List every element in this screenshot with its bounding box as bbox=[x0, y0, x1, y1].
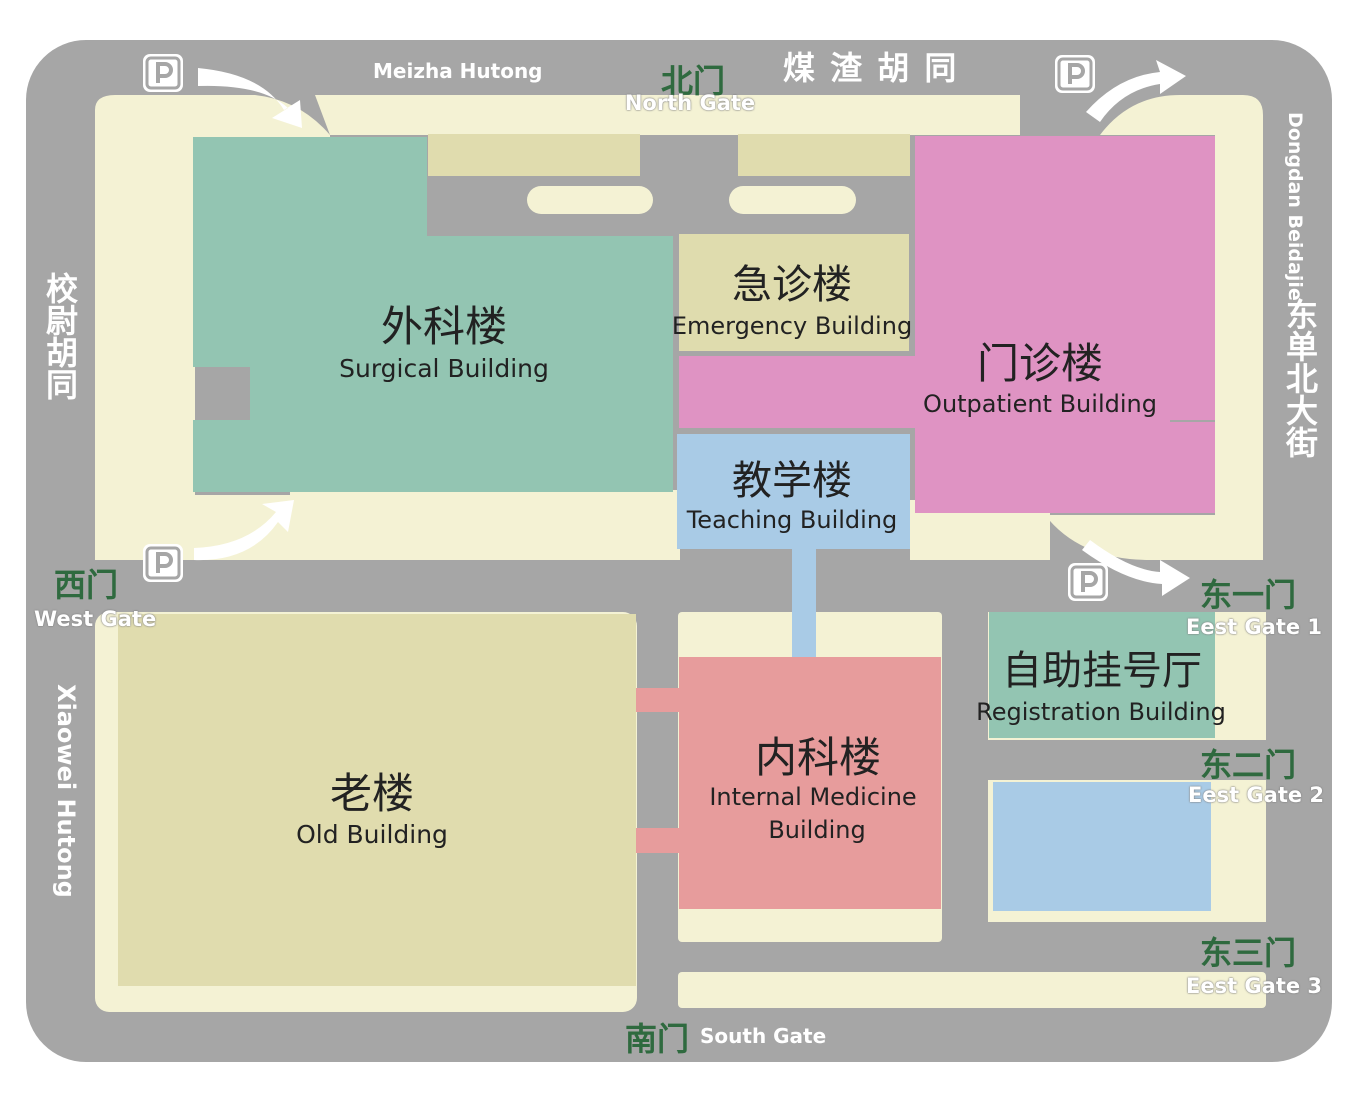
south-gate-label-en: South Gate bbox=[700, 1024, 827, 1048]
surgical-building-shape bbox=[193, 137, 673, 492]
south-gate-label-zh: 南门 bbox=[625, 1020, 690, 1058]
teaching-building-shape bbox=[677, 434, 910, 549]
ground-north-strip bbox=[315, 95, 1020, 135]
east-gate-1-label-zh: 东一门 bbox=[1200, 576, 1297, 614]
teaching-building-name-en: Teaching Building bbox=[686, 506, 898, 534]
west-gate-label-en: West Gate bbox=[34, 607, 157, 631]
east-gate-3-label-en: Eest Gate 3 bbox=[1186, 974, 1323, 998]
parking-icon bbox=[1053, 53, 1097, 95]
north-island-right bbox=[729, 186, 856, 214]
parking-icon bbox=[1066, 561, 1110, 603]
west-gate-label-zh: 西门 bbox=[54, 566, 119, 604]
north-gate-label-zh: 北门 bbox=[660, 62, 726, 100]
west-street-label-en: Xiaowei Hutong bbox=[52, 684, 80, 898]
west-street-label-zh: 校尉胡同 bbox=[41, 272, 79, 400]
teaching-connector bbox=[792, 549, 816, 659]
teaching-building-name-zh: 教学楼 bbox=[732, 458, 852, 504]
east-gate-3-label-zh: 东三门 bbox=[1200, 934, 1297, 972]
internal-building-name-en-line2: Building bbox=[768, 816, 866, 844]
east-gate-2-label-en: Eest Gate 2 bbox=[1188, 783, 1325, 807]
internal-connector-top bbox=[636, 688, 680, 712]
old-building-name-en: Old Building bbox=[296, 820, 448, 849]
north-building-right bbox=[738, 134, 910, 176]
ground-center-strip bbox=[290, 490, 680, 560]
outpatient-building-name-en: Outpatient Building bbox=[923, 390, 1157, 418]
internal-connector-bottom bbox=[636, 828, 680, 853]
east-gate-1-label-en: Eest Gate 1 bbox=[1186, 615, 1323, 639]
emergency-building-name-en: Emergency Building bbox=[671, 312, 913, 340]
east-gate-2-label-zh: 东二门 bbox=[1200, 746, 1297, 784]
registration-building-name-zh: 自助挂号厅 bbox=[1002, 648, 1202, 694]
east-street-label-zh: 东单北大街 bbox=[1281, 298, 1319, 458]
north-street-label-en: Meizha Hutong bbox=[373, 59, 543, 83]
ground-northeast bbox=[1045, 95, 1263, 560]
old-building-name-zh: 老楼 bbox=[329, 769, 415, 818]
parking-icon bbox=[141, 542, 185, 584]
north-island-left bbox=[527, 186, 653, 214]
parking-icon bbox=[141, 52, 185, 94]
arrow-icon bbox=[1086, 60, 1186, 122]
outpatient-building-name-zh: 门诊楼 bbox=[976, 339, 1104, 388]
surgical-building-name-en: Surgical Building bbox=[339, 354, 549, 383]
north-building-left bbox=[428, 134, 640, 176]
registration-building-shape bbox=[989, 612, 1215, 738]
east-street-label-en: Dongdan Beidajie bbox=[1284, 112, 1306, 301]
arrow-icon bbox=[194, 500, 294, 561]
outpatient-building-shape bbox=[679, 136, 1215, 513]
emergency-building-shape bbox=[679, 234, 909, 351]
internal-building-name-en-line1: Internal Medicine bbox=[709, 783, 917, 811]
arrow-icon bbox=[1082, 540, 1190, 596]
registration-building-name-en: Registration Building bbox=[976, 698, 1226, 726]
arrow-icon bbox=[198, 68, 302, 128]
east-lower-building-shape bbox=[993, 782, 1211, 911]
north-gate-label-en: North Gate bbox=[624, 91, 756, 115]
ground-south-strip bbox=[678, 972, 1266, 1008]
north-street-label-zh: 煤 渣 胡 同 bbox=[783, 49, 959, 87]
internal-building-shape bbox=[679, 657, 941, 909]
surgical-building-name-zh: 外科楼 bbox=[380, 302, 508, 351]
internal-building-name-zh: 内科楼 bbox=[754, 733, 882, 782]
old-building-shape bbox=[118, 614, 636, 986]
ground-northwest bbox=[95, 95, 330, 560]
emergency-building-name-zh: 急诊楼 bbox=[732, 262, 852, 308]
